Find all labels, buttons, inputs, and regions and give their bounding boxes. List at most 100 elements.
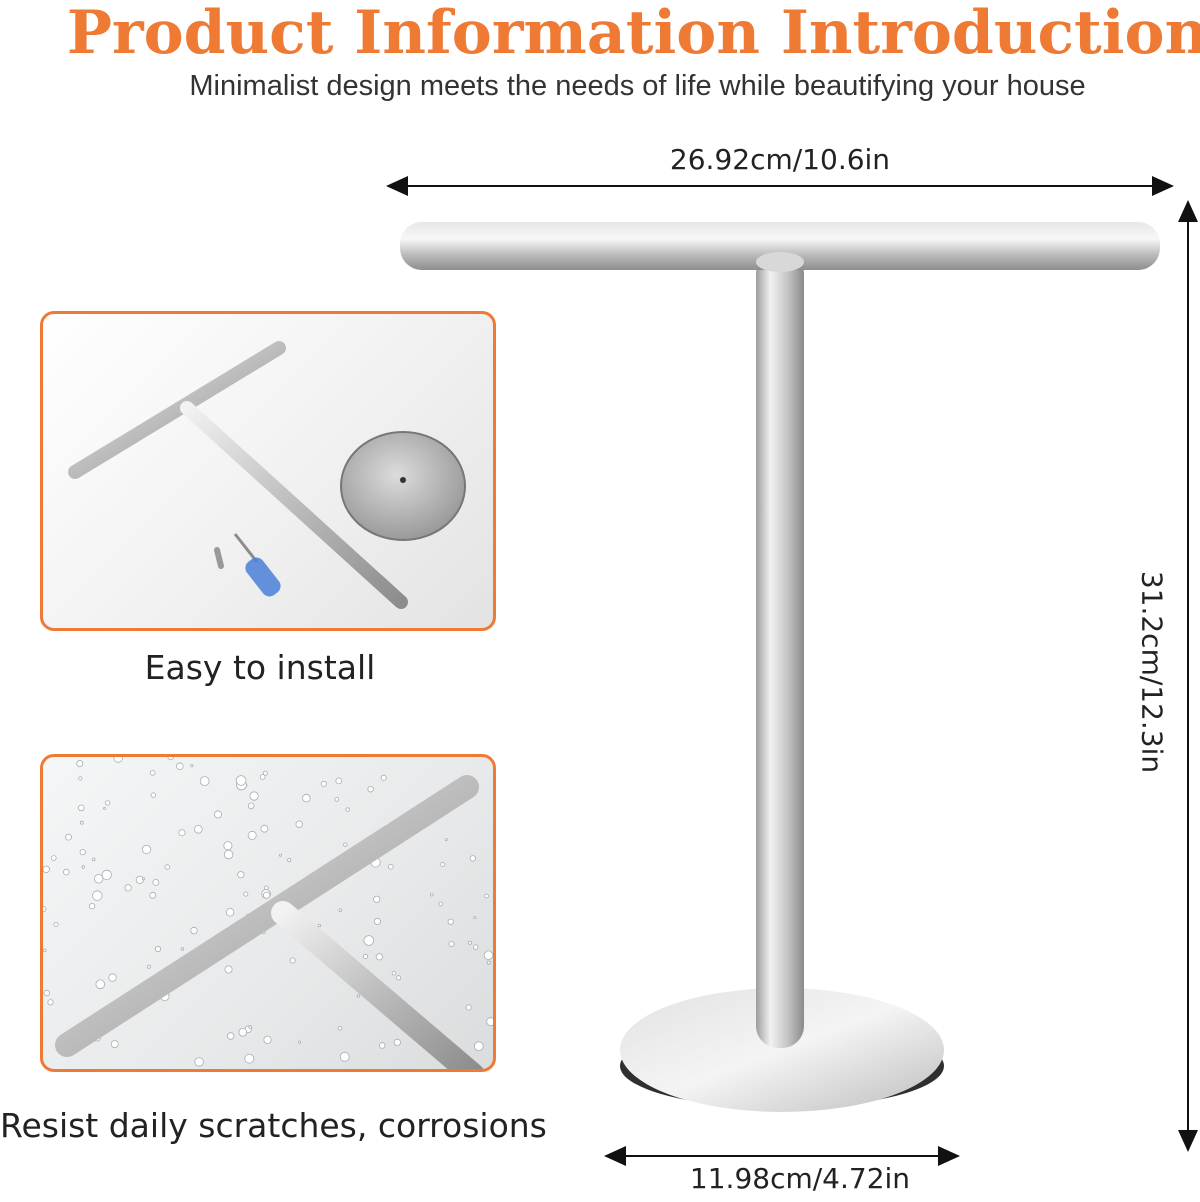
water-droplet [345, 807, 350, 812]
water-droplet [154, 945, 162, 953]
water-droplet [190, 764, 194, 768]
water-droplet [235, 775, 247, 786]
water-droplet [473, 915, 477, 919]
water-droplet [295, 820, 303, 828]
install-parts-image [40, 311, 496, 631]
water-droplet [194, 1057, 204, 1067]
height-label: 31.2cm/12.3in [1135, 570, 1169, 774]
water-droplet [199, 776, 210, 787]
water-droplet [164, 864, 170, 870]
water-droplet [43, 989, 50, 997]
water-droplet [262, 770, 268, 776]
water-droplet [94, 874, 104, 884]
water-droplet [213, 810, 222, 819]
water-droplet [396, 975, 402, 981]
water-droplet [317, 924, 321, 928]
water-droplet [108, 973, 117, 982]
water-droplet [81, 865, 85, 869]
water-droplet [379, 1042, 386, 1049]
water-droplet [237, 871, 245, 879]
droplet-bar-horizontal [55, 775, 479, 1057]
page-title: Product Information Introduction [66, 0, 1200, 68]
water-droplet [88, 903, 96, 910]
water-droplet [47, 999, 54, 1006]
water-droplet [363, 953, 369, 959]
base-disc [620, 988, 944, 1112]
page-subtitle: Minimalist design meets the needs of lif… [189, 70, 1086, 102]
water-droplet [62, 868, 70, 876]
water-droplet [223, 841, 233, 851]
water-droplet [43, 948, 47, 953]
water-droplet [465, 1004, 472, 1011]
water-droplet [149, 770, 156, 776]
water-droplet [247, 802, 255, 810]
water-droplet [79, 849, 86, 856]
water-droplet [259, 774, 266, 780]
feature-caption-install: Easy to install [144, 648, 376, 687]
water-droplet [440, 862, 446, 867]
water-droplet [264, 885, 269, 891]
water-droplet [430, 892, 434, 897]
water-droplet [373, 895, 381, 903]
water-droplet [110, 1040, 119, 1049]
water-droplet [337, 1025, 343, 1031]
water-droplet [263, 891, 271, 899]
water-droplet [43, 905, 47, 913]
feature-caption-resist: Resist daily scratches, corrosions [0, 1106, 547, 1145]
parts-bar-horizontal [68, 341, 286, 479]
corrosion-resist-image [40, 754, 496, 1072]
water-droplet [150, 792, 157, 798]
water-droplet [380, 774, 387, 781]
water-droplet [141, 877, 145, 881]
water-droplet [50, 855, 57, 861]
parts-screw [214, 547, 224, 569]
water-droplet [338, 908, 343, 913]
water-droplet [113, 757, 123, 763]
water-droplet [104, 800, 111, 806]
water-droplet [101, 869, 112, 881]
parts-bar-vertical [180, 401, 408, 609]
water-droplet [467, 940, 472, 945]
water-droplet [483, 950, 493, 960]
water-droplet [438, 901, 444, 907]
water-droplet [367, 786, 374, 793]
water-droplet [91, 857, 96, 862]
water-droplet [238, 1027, 248, 1037]
water-droplet [43, 865, 50, 873]
water-droplet [320, 780, 327, 787]
water-droplet [65, 833, 72, 841]
water-droplet [124, 884, 132, 892]
water-droplet [247, 830, 257, 840]
water-droplet [298, 1040, 302, 1044]
horizontal-bar [400, 222, 1160, 270]
base-label: 11.98cm/4.72in [689, 1162, 911, 1195]
water-droplet [223, 849, 234, 860]
vertical-pole [756, 252, 804, 1048]
water-droplet [486, 960, 491, 965]
water-droplet [180, 947, 185, 951]
water-droplet [77, 804, 85, 812]
water-droplet [167, 757, 174, 761]
water-droplet [444, 838, 448, 842]
water-droplet [387, 863, 394, 870]
water-droplet [224, 965, 233, 974]
water-droplet [339, 1051, 350, 1062]
water-droplet [335, 777, 343, 785]
water-droplet [92, 890, 103, 901]
water-droplet [149, 891, 157, 899]
water-droplet [244, 1053, 255, 1064]
water-droplet [243, 891, 249, 897]
water-droplet [447, 918, 454, 925]
water-droplet [473, 944, 479, 950]
water-droplet [278, 853, 282, 857]
droplet-bar-vertical [271, 901, 484, 1069]
water-droplet [448, 940, 455, 947]
water-droplet [190, 926, 198, 935]
water-droplet [484, 893, 489, 899]
water-droplet [334, 797, 340, 802]
water-droplet [263, 1035, 272, 1044]
water-droplet [78, 776, 83, 781]
water-droplet [176, 762, 184, 770]
water-droplet [152, 879, 160, 886]
